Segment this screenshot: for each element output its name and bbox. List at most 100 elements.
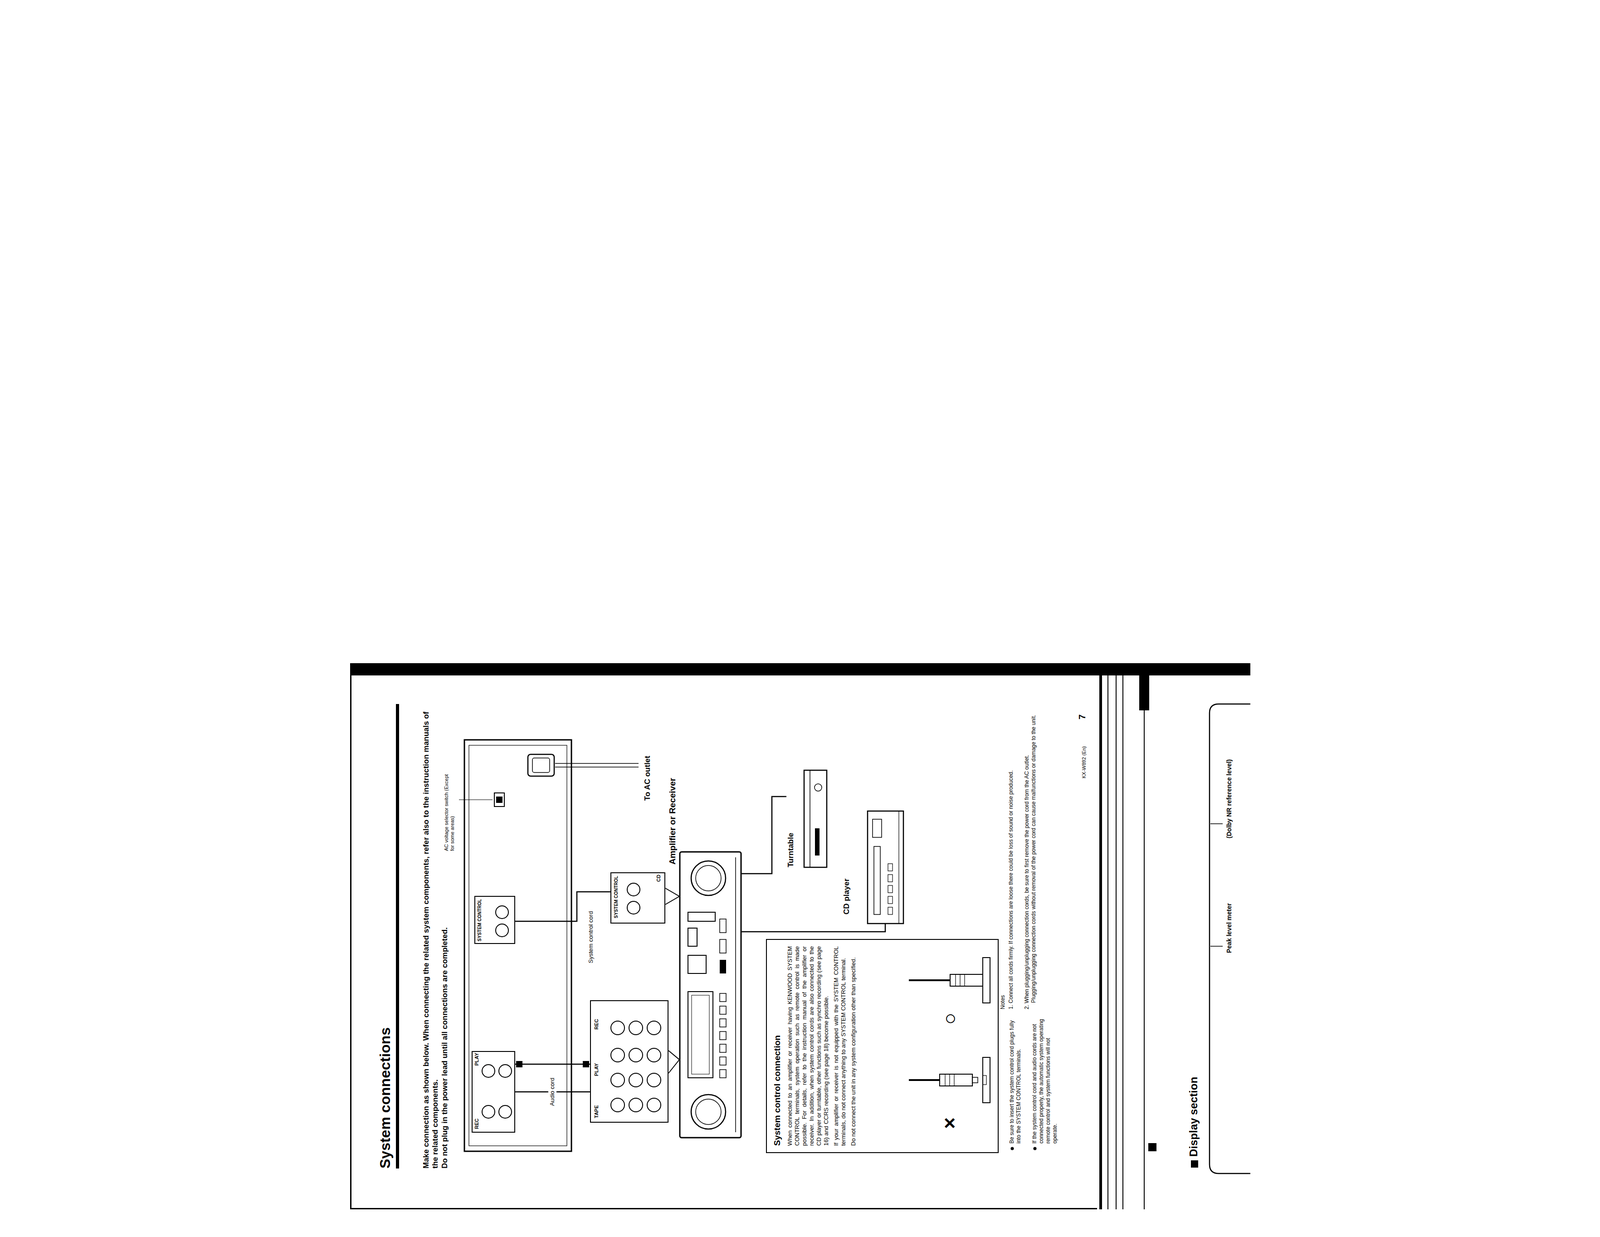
cord-plug	[516, 1060, 523, 1068]
voltage-switch	[494, 792, 505, 807]
jack	[647, 1020, 661, 1035]
deck-rear-panel	[464, 739, 572, 1152]
plug-body	[939, 1073, 973, 1086]
jack	[627, 901, 640, 914]
text-label: 1. Connect all cords firmly. If connecti…	[1007, 714, 1015, 1010]
text-label: Make connection as shown below. When con…	[421, 710, 440, 1169]
jack	[498, 1105, 512, 1118]
cd-base	[898, 810, 899, 924]
power-socket-inner	[532, 757, 550, 773]
turntable-detail	[814, 783, 822, 791]
cord-plug	[582, 1060, 590, 1068]
manual-page: System connectionsREC PLAY SYSTEM CONTROL T…	[350, 663, 1251, 1210]
jack	[498, 1064, 512, 1078]
cd-button	[887, 885, 893, 893]
node-text: PLAY	[593, 1048, 600, 1090]
text-label: If the system control cord and audio cor…	[1031, 1018, 1059, 1144]
leader-line	[1210, 823, 1223, 825]
amplifier-line	[735, 857, 737, 1132]
info-box: System control connectionWhen connected …	[765, 938, 999, 1153]
amplifier-panel	[687, 955, 707, 974]
cd-button	[887, 896, 893, 904]
bullet-dot	[1033, 1146, 1037, 1151]
jack	[629, 1048, 643, 1062]
node-heading: System control connection	[772, 946, 783, 1146]
text-label: KX-W892 (En)	[1081, 728, 1088, 779]
jack	[495, 905, 509, 919]
amplifier: Amplifier or Receiver	[667, 751, 742, 1138]
deck-inner-line	[468, 745, 567, 1146]
terminal-hole	[982, 1075, 987, 1085]
text-label: Display section	[1187, 1038, 1201, 1157]
plug-cable	[908, 1078, 940, 1081]
gutter-line	[1143, 710, 1145, 1210]
cd-button	[887, 874, 893, 882]
leader-line	[458, 799, 493, 800]
jack	[629, 1020, 643, 1035]
amplifier-button	[719, 1031, 727, 1040]
amplifier-display	[691, 995, 710, 1074]
amplifier-button	[719, 1043, 727, 1053]
jack	[647, 1048, 661, 1062]
plug-tip	[972, 1077, 978, 1083]
plug-rib	[953, 1073, 955, 1086]
title-rule	[395, 703, 400, 1169]
amplifier-knob	[695, 865, 722, 891]
text-label: AC voltage selector switch (Except for s…	[443, 769, 456, 851]
callout-panel: TAPEPLAYREC	[590, 1000, 669, 1123]
node-text: If your amplifier or receiver is not equ…	[832, 946, 848, 1146]
cd-display	[872, 819, 882, 838]
power-cord	[555, 766, 639, 768]
gutter-bar	[1139, 675, 1150, 711]
text-label: 7	[1076, 705, 1088, 720]
gutter-line	[1099, 675, 1103, 1210]
node-heading: SYSTEM CONTROL	[477, 898, 483, 942]
text-label: Peak level meter	[1225, 873, 1234, 983]
node-heading: CD player	[842, 823, 852, 915]
amplifier-knob	[691, 1094, 726, 1129]
amplifier-panel	[687, 912, 716, 922]
amplifier-body	[679, 851, 742, 1138]
page-title: System connections	[376, 968, 394, 1169]
jack	[482, 1064, 495, 1078]
gutter-line	[1107, 675, 1109, 1210]
amplifier-button	[719, 939, 727, 953]
node-heading: SYSTEM CONTROL	[613, 873, 620, 921]
plug-cable	[908, 979, 951, 981]
text-label: ○	[937, 1007, 962, 1030]
plug-body	[950, 974, 983, 986]
cd-tray	[873, 846, 881, 915]
node-heading: Amplifier or Receiver	[667, 755, 679, 865]
jack-panel: SYSTEM CONTROL	[474, 895, 516, 944]
plug-rib	[959, 974, 961, 986]
turntable-body	[804, 770, 827, 868]
callout-tail	[665, 887, 680, 905]
jack	[610, 1020, 625, 1035]
section-bullet	[1190, 1160, 1199, 1168]
jack-panel: REC PLAY	[471, 1050, 516, 1133]
turntable-detail	[814, 828, 820, 856]
text-label: Notes	[999, 963, 1007, 1010]
callout-tail	[668, 1050, 680, 1074]
amplifier-button	[719, 1005, 727, 1015]
cd-player: CD player	[842, 810, 904, 924]
amplifier-knob	[695, 1098, 722, 1125]
text-label: To AC outlet	[643, 755, 653, 820]
gutter-line	[1122, 675, 1124, 1210]
cd-button	[887, 907, 893, 915]
amplifier-button	[719, 959, 727, 974]
node-text: When connected to an amplifier or receiv…	[786, 946, 830, 1146]
amplifier-button	[719, 1069, 727, 1078]
node-heading: REC	[473, 1092, 480, 1129]
display-panel-outline	[1209, 703, 1251, 1174]
jack	[610, 1073, 625, 1087]
turntable-lid	[809, 770, 811, 868]
leader-line	[1210, 945, 1223, 947]
cd-button	[887, 863, 893, 871]
node-text: PLAY	[473, 1052, 480, 1089]
voltage-switch-knob	[496, 796, 503, 803]
text-label: Be sure to insert the system control cor…	[1008, 1018, 1023, 1144]
page-border	[350, 675, 352, 1210]
turntable: Turntable	[786, 770, 827, 868]
plug-rib	[944, 1073, 946, 1086]
